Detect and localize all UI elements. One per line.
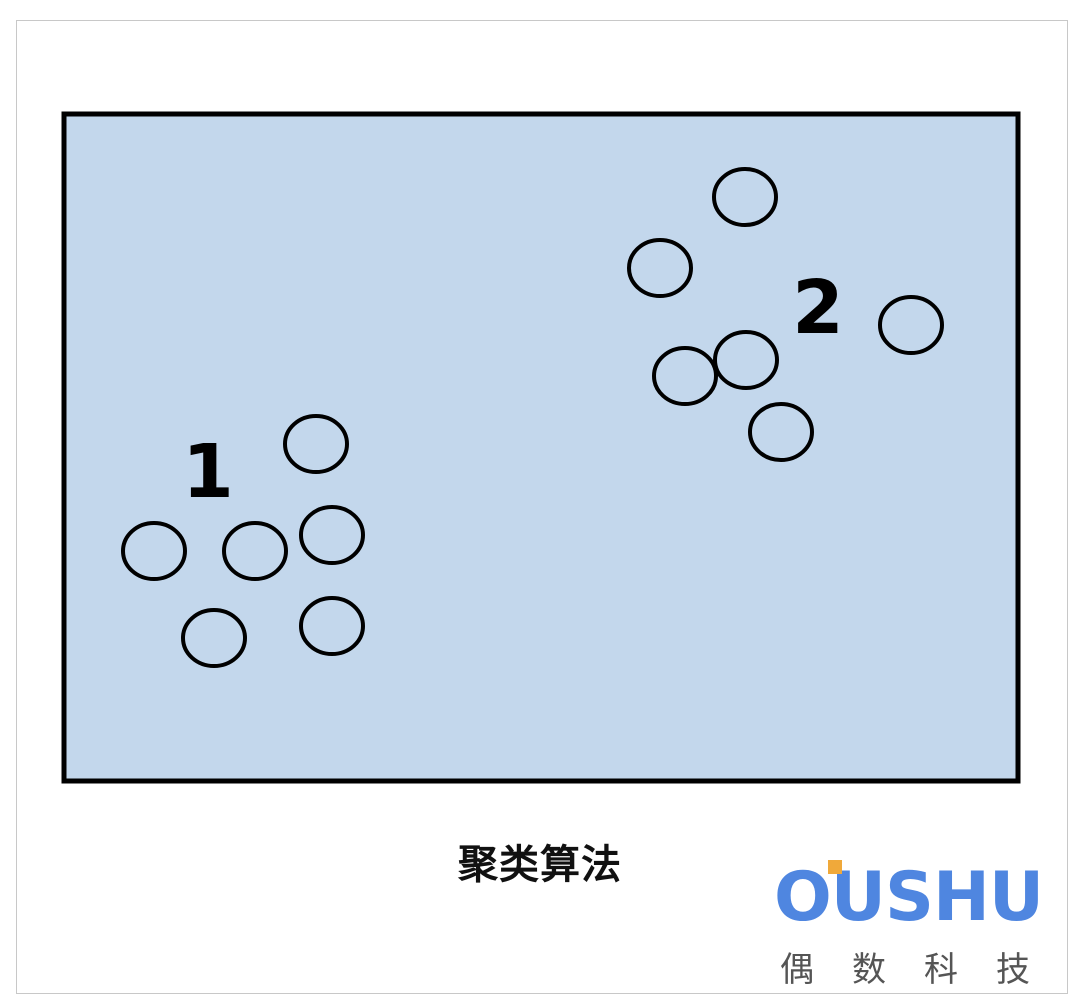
cluster-2-point bbox=[712, 167, 778, 227]
cluster-1-point bbox=[299, 596, 365, 656]
cluster-1-point bbox=[181, 608, 247, 668]
cluster-2-point bbox=[878, 295, 944, 355]
cluster-2-point bbox=[713, 330, 779, 390]
cluster-1-points bbox=[121, 414, 365, 668]
cluster-1-point bbox=[299, 505, 365, 565]
cluster-2-point bbox=[748, 402, 814, 462]
oushu-logo: OUSHU 偶数科技 bbox=[774, 858, 1054, 990]
logo-accent-square bbox=[828, 860, 842, 874]
cluster-label-2: 2 bbox=[792, 265, 844, 351]
figure-caption: 聚类算法 bbox=[458, 842, 622, 888]
cluster-2-points bbox=[627, 167, 944, 462]
cluster-2-point bbox=[652, 346, 718, 406]
logo-subtitle: 偶数科技 bbox=[780, 950, 1068, 990]
cluster-1-point bbox=[121, 521, 187, 581]
cluster-panel bbox=[61, 111, 1021, 784]
cluster-1-point bbox=[283, 414, 349, 474]
cluster-label-1: 1 bbox=[182, 429, 234, 515]
cluster-1-point bbox=[222, 521, 288, 581]
logo-wordmark: OUSHU bbox=[774, 858, 1044, 937]
cluster-2-point bbox=[627, 238, 693, 298]
